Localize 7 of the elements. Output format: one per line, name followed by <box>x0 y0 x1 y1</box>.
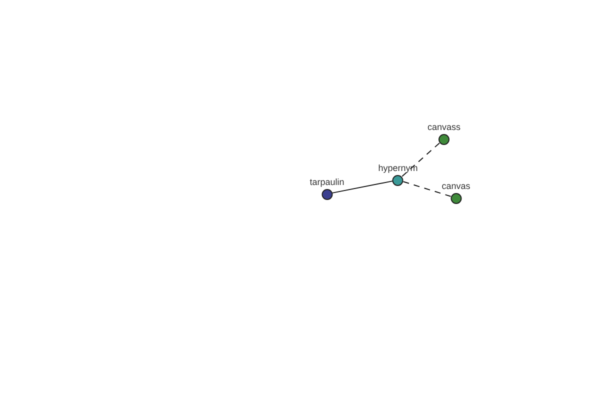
node-label: canvass <box>427 122 461 132</box>
node-label: hypernym <box>378 162 418 172</box>
connector-line <box>402 181 452 197</box>
connector-line <box>402 142 440 177</box>
node-label: canvas <box>442 180 470 190</box>
connector-line <box>332 180 394 194</box>
node-label: tarpaulin <box>310 176 344 186</box>
